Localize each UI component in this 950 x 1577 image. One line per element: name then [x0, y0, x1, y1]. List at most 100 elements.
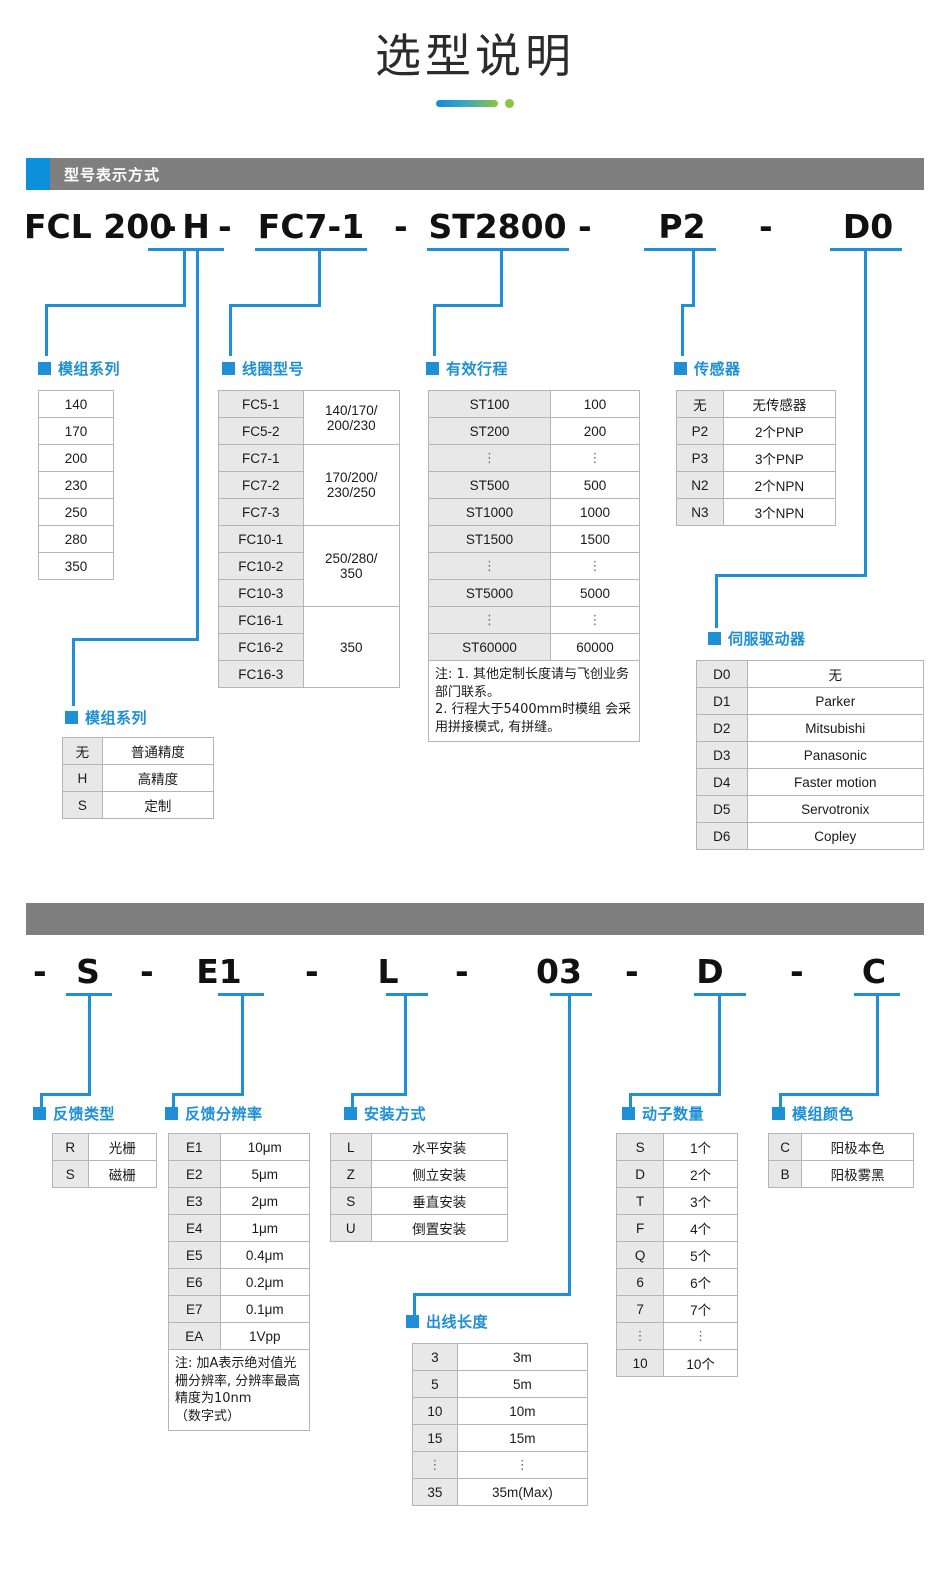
- cell-code: 35: [412, 1478, 458, 1506]
- cell-value: 3个PNP: [722, 444, 837, 472]
- cell-code: E1: [168, 1133, 221, 1161]
- group-label-text: 线圈型号: [242, 360, 305, 378]
- cell-code: EA: [168, 1322, 221, 1350]
- cell-value: Servotronix: [746, 795, 925, 823]
- table-row: 230: [38, 471, 114, 499]
- cell-code: FC10-3: [218, 579, 304, 607]
- cell-code: E7: [168, 1295, 221, 1323]
- cell-value: Copley: [746, 822, 925, 850]
- connector-mover-v2: [629, 1093, 632, 1114]
- cell-code: 140: [38, 390, 114, 418]
- cell-code: 15: [412, 1424, 458, 1452]
- cell-code: T: [615, 1187, 665, 1215]
- connector-res-h: [172, 1093, 244, 1096]
- connector-series-v1: [183, 248, 186, 306]
- cell-code: ⋮: [428, 552, 551, 580]
- table-row: 350: [38, 552, 114, 580]
- cell-value: 2个: [663, 1160, 738, 1188]
- group-label-mounting: 安装方式: [344, 1103, 426, 1124]
- connector-cable-v2: [413, 1293, 416, 1321]
- bullet-square-icon: [772, 1107, 785, 1120]
- code-segment-resolution: E1: [196, 952, 242, 991]
- group-label-sensor: 传感器: [674, 358, 741, 379]
- cell-code: C: [767, 1133, 803, 1161]
- group-label-text: 模组系列: [58, 360, 121, 378]
- connector-driver-h: [715, 574, 867, 577]
- bullet-square-icon: [344, 1107, 357, 1120]
- connector-res-v1: [241, 993, 244, 1095]
- code-dash: -: [33, 952, 47, 991]
- code-dash: -: [140, 952, 154, 991]
- connector-res-v2: [172, 1093, 175, 1114]
- table-note: 注: 1. 其他定制长度请与飞创业务部门联系。2. 行程大于5400mm时模组 …: [428, 659, 640, 743]
- cell-code: 7: [615, 1295, 665, 1323]
- group-label-text: 反馈类型: [53, 1105, 116, 1123]
- group-label-text: 模组颜色: [792, 1105, 855, 1123]
- connector-mount-v1: [404, 993, 407, 1095]
- cell-value: 35m(Max): [456, 1478, 589, 1506]
- group-label-text: 反馈分辨率: [185, 1105, 263, 1123]
- connector-precision-h: [72, 638, 199, 641]
- cell-value: 磁栅: [87, 1160, 158, 1188]
- cell-code: FC16-3: [218, 660, 304, 688]
- connector-stroke-v2: [433, 304, 436, 356]
- code-dash: -: [578, 207, 592, 246]
- section-header-model-designation: 型号表示方式: [26, 158, 924, 190]
- code-underline-cable-length: [550, 993, 592, 996]
- group-label-text: 动子数量: [642, 1105, 705, 1123]
- code-segment-sensor: P2: [658, 207, 706, 246]
- cell-value: Faster motion: [746, 768, 925, 796]
- code-segment-stroke: ST2800: [428, 207, 567, 246]
- cell-value: 光栅: [87, 1133, 158, 1161]
- group-label-text: 出线长度: [426, 1313, 489, 1331]
- code-dash: -: [625, 952, 639, 991]
- code-dash: -: [163, 207, 177, 246]
- code-segment-module-color: C: [861, 952, 887, 991]
- cell-code: ⋮: [428, 444, 551, 472]
- cell-value: 水平安装: [370, 1133, 509, 1161]
- model-code-row-2: - S - E1 - L - 03 - D - C: [0, 950, 950, 996]
- cell-value: 侧立安装: [370, 1160, 509, 1188]
- code-segment-coil: FC7-1: [257, 207, 365, 246]
- connector-color-v1: [876, 993, 879, 1095]
- cell-value: ⋮: [456, 1451, 589, 1479]
- cell-code: R: [52, 1133, 89, 1161]
- code-underline-sensor: [644, 248, 716, 251]
- cell-value: 阳极雾黑: [801, 1160, 914, 1188]
- table-row: ⋮⋮: [412, 1451, 589, 1479]
- cell-value: 1Vpp: [219, 1322, 311, 1350]
- group-label-mover-count: 动子数量: [622, 1103, 704, 1124]
- code-dash: -: [305, 952, 319, 991]
- table-row: 280: [38, 525, 114, 553]
- cell-value: 3m: [456, 1343, 589, 1371]
- cell-value: 定制: [101, 791, 215, 819]
- connector-mover-h: [629, 1093, 721, 1096]
- cell-value: 1μm: [219, 1214, 311, 1242]
- cell-code: S: [52, 1160, 89, 1188]
